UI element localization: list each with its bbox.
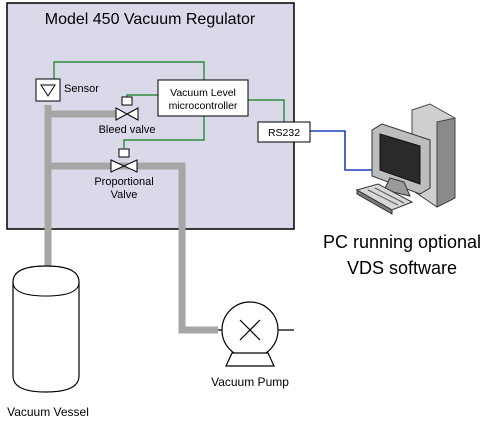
regulator-title: Model 450 Vacuum Regulator bbox=[45, 11, 256, 28]
rs232-label: RS232 bbox=[268, 127, 300, 139]
vacuum-vessel-icon bbox=[12, 265, 80, 393]
vacuum-vessel-label: Vacuum Vessel bbox=[7, 405, 89, 419]
controller-label-line2: microcontroller bbox=[169, 100, 238, 112]
proportional-valve-label-line1: Proportional bbox=[94, 176, 153, 188]
pc-label-line2: VDS software bbox=[347, 258, 457, 278]
wire-prop-controller bbox=[123, 116, 205, 148]
controller-box bbox=[157, 79, 249, 117]
rs232-box bbox=[257, 121, 311, 143]
proportional-valve-icon bbox=[110, 148, 138, 173]
bleed-valve-label: Bleed valve bbox=[99, 124, 156, 136]
wire-sensor-controller bbox=[53, 61, 205, 80]
wire-controller-rs232 bbox=[248, 99, 285, 122]
vacuum-pump-label: Vacuum Pump bbox=[211, 375, 289, 389]
sensor-icon bbox=[35, 78, 61, 102]
bleed-valve-icon bbox=[115, 96, 139, 121]
pc-label-line1: PC running optional bbox=[323, 232, 481, 252]
controller-label-line1: Vacuum Level bbox=[170, 87, 236, 99]
wire-rs232-pc bbox=[310, 130, 382, 171]
proportional-valve-label-line2: Valve bbox=[111, 189, 138, 201]
pc-icon bbox=[355, 103, 456, 215]
sensor-label: Sensor bbox=[64, 83, 99, 95]
vacuum-pump-icon bbox=[218, 301, 294, 367]
